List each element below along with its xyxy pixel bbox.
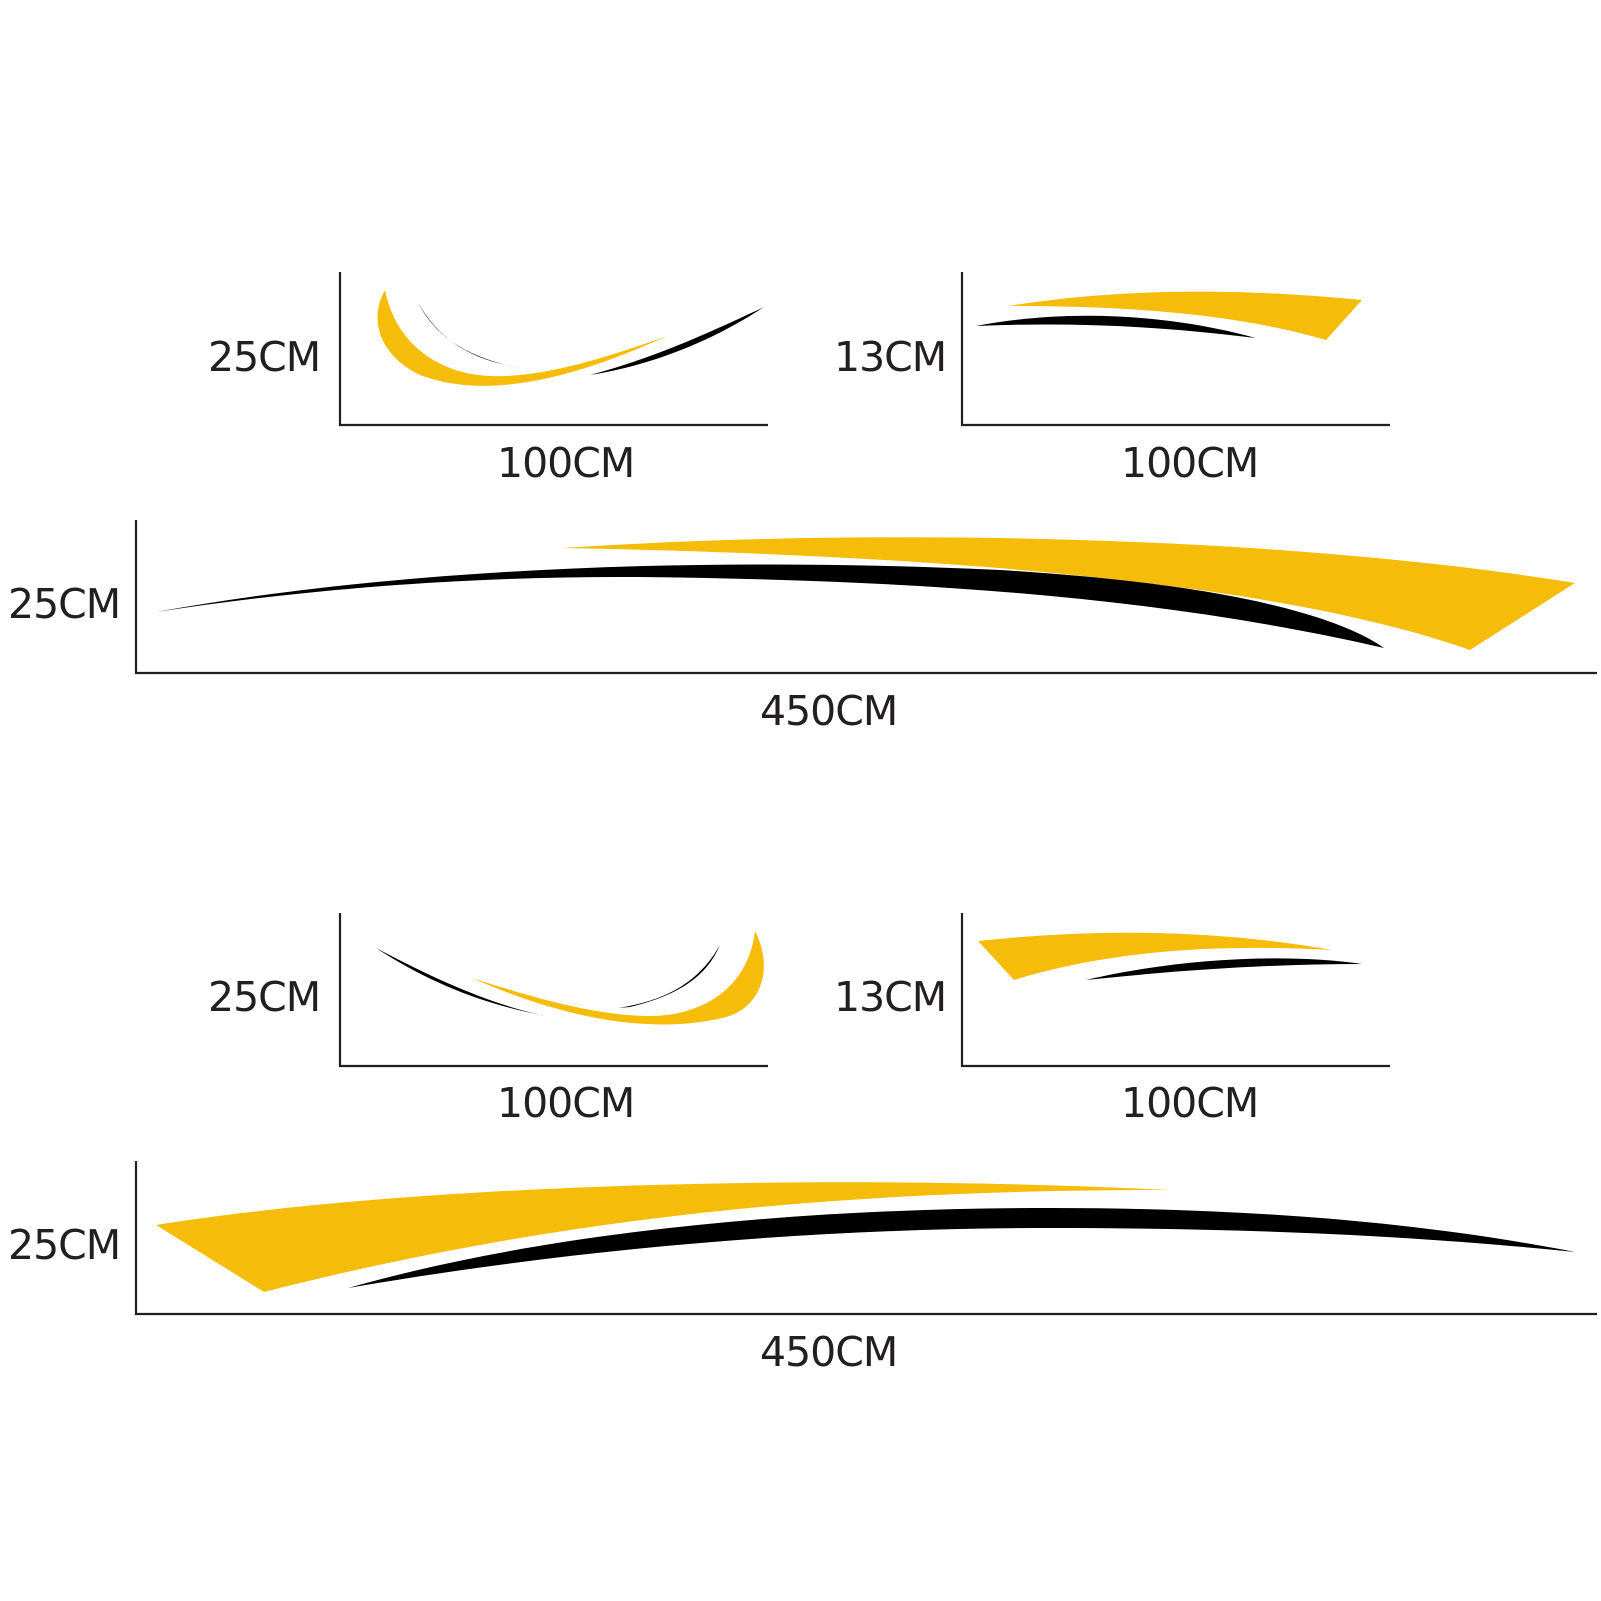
width-label: 100CM xyxy=(497,439,634,487)
black-tapered-stripe xyxy=(1086,958,1362,980)
panel-set2-piece-c: 25CM 450CM xyxy=(8,1161,1597,1376)
axis-frame xyxy=(134,1161,1597,1316)
axis-frame xyxy=(134,520,1597,675)
height-label: 25CM xyxy=(8,1221,120,1269)
yellow-swoosh-stripe xyxy=(377,290,667,386)
yellow-long-stripe xyxy=(156,1182,1170,1292)
black-swoosh-stripe xyxy=(618,945,720,1008)
axis-frame xyxy=(960,913,1390,1068)
black-swoosh-stripe xyxy=(418,303,522,368)
height-label: 25CM xyxy=(8,580,120,628)
width-label: 100CM xyxy=(1121,439,1258,487)
black-swoosh-stripe-left xyxy=(376,948,552,1017)
axis-frame xyxy=(960,272,1390,427)
width-label: 450CM xyxy=(760,1328,897,1376)
black-long-stripe xyxy=(156,564,1384,648)
width-label: 100CM xyxy=(497,1079,634,1127)
width-label: 450CM xyxy=(760,687,897,735)
panel-set2-piece-a: 25CM 100CM xyxy=(208,913,768,1127)
height-label: 25CM xyxy=(208,973,320,1021)
panel-set1-piece-a: 25CM 100CM xyxy=(208,272,768,487)
height-label: 25CM xyxy=(208,333,320,381)
axis-frame xyxy=(338,272,768,427)
black-tapered-stripe xyxy=(976,315,1256,338)
width-label: 100CM xyxy=(1121,1079,1258,1127)
yellow-long-stripe xyxy=(562,537,1575,650)
height-label: 13CM xyxy=(834,333,946,381)
height-label: 13CM xyxy=(834,973,946,1021)
black-long-stripe xyxy=(348,1208,1575,1288)
panel-set1-piece-c: 25CM 450CM xyxy=(8,520,1597,735)
panel-set1-piece-b: 13CM 100CM xyxy=(834,272,1390,487)
yellow-tapered-stripe xyxy=(1008,291,1362,340)
black-swoosh-stripe-right xyxy=(590,307,764,375)
axis-frame xyxy=(338,913,768,1068)
yellow-swoosh-stripe xyxy=(472,931,764,1025)
yellow-tapered-stripe xyxy=(978,932,1332,980)
panel-set2-piece-b: 13CM 100CM xyxy=(834,913,1390,1127)
